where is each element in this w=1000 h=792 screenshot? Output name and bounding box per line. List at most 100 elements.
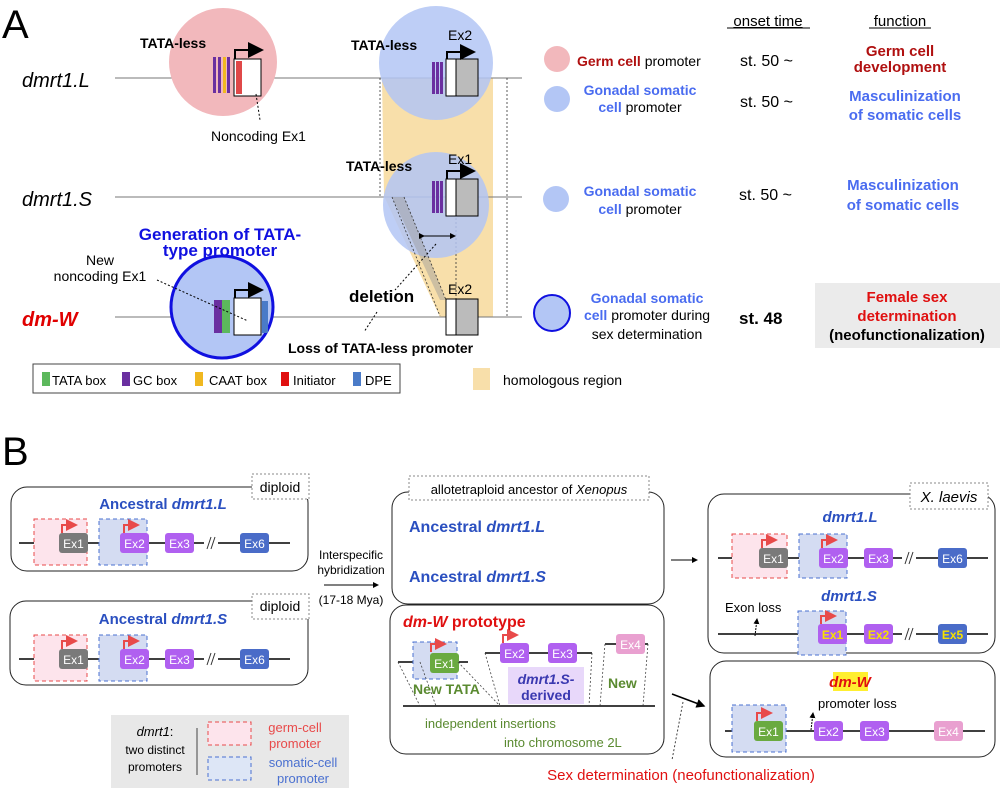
break-mark bbox=[206, 652, 212, 666]
exon-label: Ex3 bbox=[169, 537, 190, 551]
deletion-guide bbox=[403, 196, 447, 301]
exon-label: Ex1 bbox=[63, 537, 84, 551]
allotetraploid-tag bbox=[408, 475, 650, 501]
exon-label: Ex6 bbox=[244, 537, 265, 551]
exon-ex1 bbox=[59, 533, 88, 553]
gc-box bbox=[227, 57, 230, 93]
exon-label: Ex1 bbox=[758, 725, 779, 739]
generation-label: type promoter bbox=[163, 241, 278, 260]
ex2-label: Ex2 bbox=[448, 281, 472, 297]
exon-label: Ex3 bbox=[169, 653, 190, 667]
deletion-label: deletion bbox=[349, 287, 414, 306]
element-legend bbox=[32, 363, 401, 394]
hybridization-label: hybridization bbox=[317, 563, 384, 577]
break-mark bbox=[206, 536, 212, 550]
noncoding-ex1-label: Noncoding Ex1 bbox=[211, 128, 306, 144]
function-value: of somatic cells bbox=[847, 197, 960, 214]
row-legend: Gonadal somatic bbox=[584, 183, 697, 199]
row-legend: sex determination bbox=[592, 326, 703, 342]
tata-less-label: TATA-less bbox=[351, 37, 417, 53]
exon-ex6 bbox=[240, 533, 269, 553]
gene-name-dmW: dm-W bbox=[22, 309, 80, 331]
panel-b-label: B bbox=[2, 430, 29, 474]
panel-a-label: A bbox=[2, 3, 29, 47]
leader-line bbox=[671, 701, 684, 761]
exon-label: Ex2 bbox=[504, 647, 525, 661]
gc-box bbox=[440, 181, 443, 213]
key-somatic-label: promoter bbox=[277, 771, 330, 786]
xlaevis-label: X. laevis bbox=[920, 489, 978, 506]
legend-circle-dmw bbox=[533, 294, 571, 332]
derived-bg bbox=[508, 667, 584, 704]
function-value: development bbox=[854, 59, 947, 76]
diploid-tag bbox=[251, 593, 310, 620]
dpe bbox=[262, 301, 268, 333]
ex1-label: Ex1 bbox=[448, 151, 472, 167]
insertion-guide bbox=[588, 652, 593, 707]
exon-label: Ex4 bbox=[938, 725, 959, 739]
tss-arrow bbox=[61, 635, 78, 649]
insertion-guide bbox=[484, 652, 501, 707]
ancestral-S-title: Ancestral dmrt1.S bbox=[99, 611, 227, 628]
generation-label: Generation of TATA- bbox=[139, 225, 301, 244]
tss-arrow bbox=[446, 44, 476, 60]
exon-ex3 bbox=[165, 533, 194, 553]
exon-ex2 bbox=[814, 721, 843, 741]
tss-arrow bbox=[234, 42, 264, 59]
gc-box bbox=[436, 181, 439, 213]
gc-box bbox=[432, 181, 435, 213]
key-somatic-swatch bbox=[207, 756, 252, 781]
legend-circle-somatic bbox=[544, 86, 570, 112]
tss-arrow bbox=[123, 635, 140, 649]
legend-circle-somatic bbox=[543, 186, 569, 212]
exon-label: Ex5 bbox=[942, 628, 964, 642]
row-legend: cell promoter bbox=[598, 99, 682, 115]
gap bbox=[204, 655, 218, 663]
derived-label: derived bbox=[521, 687, 571, 703]
allotetraploid-L: Ancestral dmrt1.L bbox=[409, 519, 545, 536]
function-value: of somatic cells bbox=[849, 107, 962, 124]
sex-determination-label: Sex determination (neofunctionalization) bbox=[547, 767, 815, 784]
gap bbox=[902, 554, 916, 562]
exon-label: Ex3 bbox=[552, 647, 573, 661]
tss-arrow bbox=[430, 638, 447, 652]
exon-label: Ex2 bbox=[124, 653, 145, 667]
new-tata-label: New TATA bbox=[413, 681, 480, 697]
onset-value: st. 50 ~ bbox=[739, 187, 792, 204]
svg-text:TATA box: TATA box bbox=[52, 373, 107, 388]
exon-ex2 bbox=[819, 548, 848, 568]
exon-loss-label: Exon loss bbox=[725, 600, 782, 615]
function-value: Germ cell bbox=[866, 43, 934, 60]
exon-label: Ex2 bbox=[818, 725, 839, 739]
gene-name-dmrt1L: dmrt1.L bbox=[22, 70, 90, 92]
allotetraploid-S: Ancestral dmrt1.S bbox=[409, 569, 546, 586]
gc-box bbox=[440, 62, 443, 94]
legend-gc-box: GC box bbox=[122, 372, 178, 388]
diploid-label: diploid bbox=[260, 598, 300, 614]
dmw-title: dm-W bbox=[829, 674, 872, 691]
function-value: Female sex bbox=[867, 289, 949, 306]
exon-label: Ex1 bbox=[763, 552, 784, 566]
tss-arrow bbox=[123, 519, 140, 533]
function-value: determination bbox=[857, 308, 956, 325]
tata-less-label: TATA-less bbox=[140, 35, 206, 51]
svg-text:Initiator: Initiator bbox=[293, 373, 336, 388]
allotetraploid-label: allotetraploid ancestor of Xenopus bbox=[431, 482, 628, 497]
gc-box bbox=[436, 62, 439, 94]
break-mark bbox=[904, 551, 910, 565]
function-header: function bbox=[874, 13, 927, 30]
legend-homologous: homologous region bbox=[473, 368, 622, 390]
gc-box bbox=[213, 57, 216, 93]
flow-arrow bbox=[671, 693, 706, 708]
row-legend: Gonadal somatic bbox=[584, 82, 697, 98]
onset-value: st. 50 ~ bbox=[740, 94, 793, 111]
exon-ex1 bbox=[59, 649, 88, 669]
exon-label: Ex6 bbox=[942, 552, 963, 566]
xlaevis-L-title: dmrt1.L bbox=[822, 509, 877, 526]
